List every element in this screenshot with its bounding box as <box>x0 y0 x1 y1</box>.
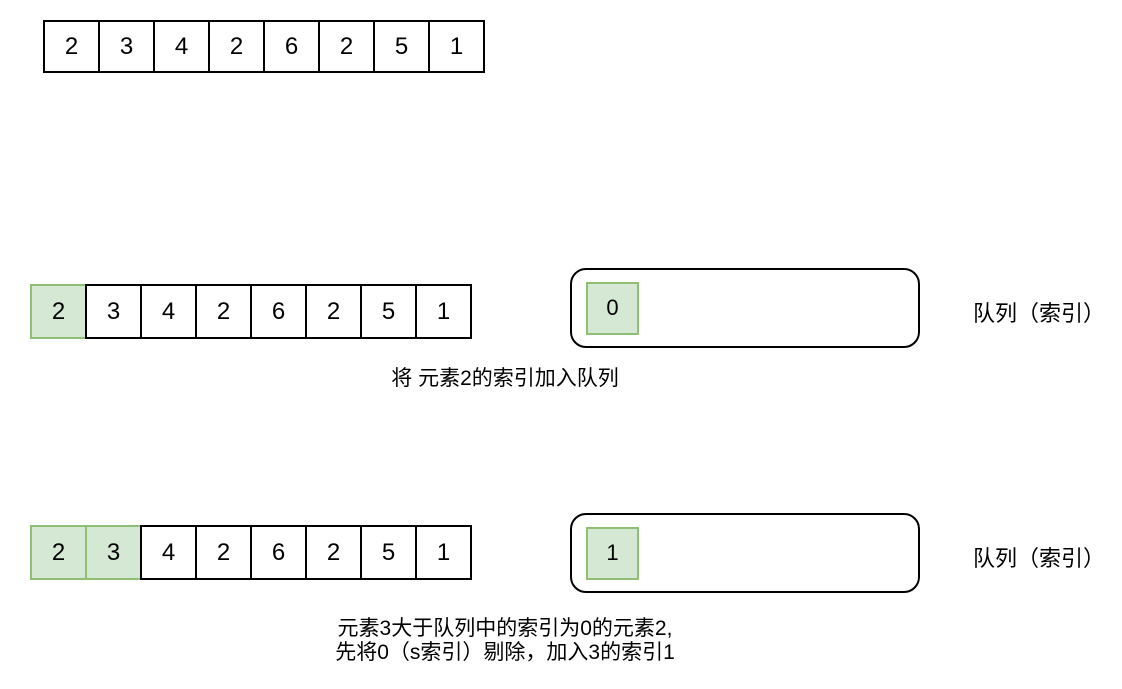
array-cell: 5 <box>360 284 417 339</box>
queue-label: 队列（索引） <box>973 301 1106 326</box>
step2-caption-line1: 元素3大于队列中的索引为0的元素2, <box>337 617 673 640</box>
array-cell-highlighted: 2 <box>30 525 87 580</box>
queue-item: 0 <box>586 281 639 335</box>
array-cell-highlighted: 2 <box>30 284 87 339</box>
array-step2: 2 3 4 2 6 2 5 1 <box>30 525 472 580</box>
array-cell: 2 <box>195 284 252 339</box>
queue-item: 1 <box>586 526 639 580</box>
array-cell-highlighted: 3 <box>85 525 142 580</box>
step2-caption: 元素3大于队列中的索引为0的元素2, 先将0（s索引）剔除，加入3的索引1 <box>335 617 675 665</box>
array-cell: 1 <box>415 284 472 339</box>
queue-box-step2: 1 <box>570 513 920 593</box>
array-cell: 1 <box>428 20 485 73</box>
array-cell: 2 <box>305 525 362 580</box>
array-step1: 2 3 4 2 6 2 5 1 <box>30 284 472 339</box>
array-cell: 3 <box>85 284 142 339</box>
queue-box-step1: 0 <box>570 268 920 348</box>
array-cell: 5 <box>373 20 430 73</box>
array-cell: 4 <box>140 525 197 580</box>
array-cell: 6 <box>250 525 307 580</box>
step1-caption: 将 元素2的索引加入队列 <box>391 367 619 390</box>
array-cell: 3 <box>98 20 155 73</box>
array-cell: 4 <box>153 20 210 73</box>
array-cell: 2 <box>43 20 100 73</box>
array-cell: 2 <box>318 20 375 73</box>
queue-label: 队列（索引） <box>973 546 1106 571</box>
array-cell: 6 <box>263 20 320 73</box>
array-cell: 2 <box>208 20 265 73</box>
array-cell: 4 <box>140 284 197 339</box>
step2-caption-line2: 先将0（s索引）剔除，加入3的索引1 <box>335 641 675 664</box>
array-cell: 2 <box>305 284 362 339</box>
array-initial: 2 3 4 2 6 2 5 1 <box>43 20 485 73</box>
array-cell: 1 <box>415 525 472 580</box>
array-cell: 6 <box>250 284 307 339</box>
array-cell: 2 <box>195 525 252 580</box>
array-cell: 5 <box>360 525 417 580</box>
